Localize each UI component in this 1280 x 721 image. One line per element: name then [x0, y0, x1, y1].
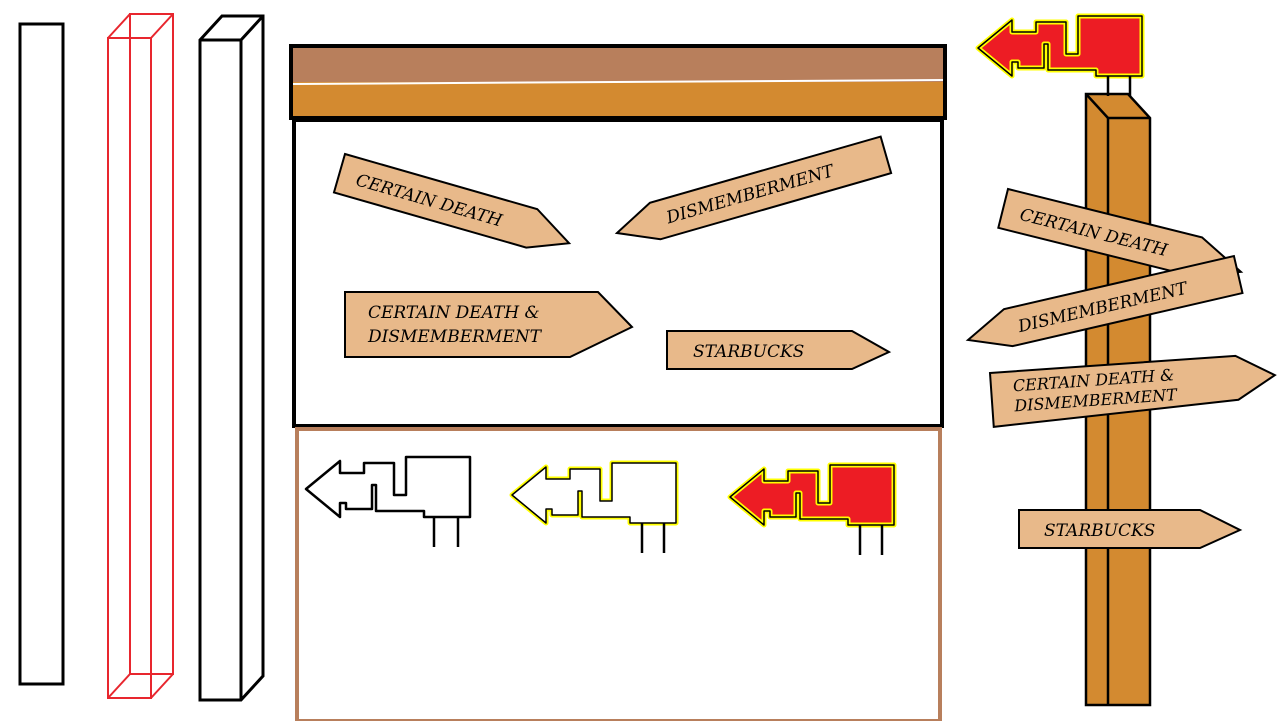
sign-combo: CERTAIN DEATH & DISMEMBERMENT	[344, 291, 634, 358]
sign-label: STARBUCKS	[693, 342, 804, 362]
sign-label: STARBUCKS	[1044, 521, 1155, 541]
squiggle-arrow-icon-topper	[975, 13, 1145, 96]
squiggle-arrow-icon-red	[727, 462, 897, 555]
sign-label-line1: CERTAIN DEATH &	[368, 303, 540, 323]
sign-combo-pole: CERTAIN DEATH & DISMEMBERMENT	[988, 354, 1277, 428]
sign-starbucks: STARBUCKS	[666, 330, 892, 370]
box-post	[198, 14, 265, 702]
wireframe-post	[107, 13, 174, 699]
plain-post	[18, 22, 65, 686]
sign-starbucks-pole: STARBUCKS	[1018, 509, 1243, 549]
squiggle-arrow-icon-yellow	[509, 460, 679, 553]
sign-label-line2: DISMEMBERMENT	[367, 327, 543, 347]
wood-header-beam	[289, 44, 947, 120]
squiggle-arrow-icon	[304, 455, 472, 547]
